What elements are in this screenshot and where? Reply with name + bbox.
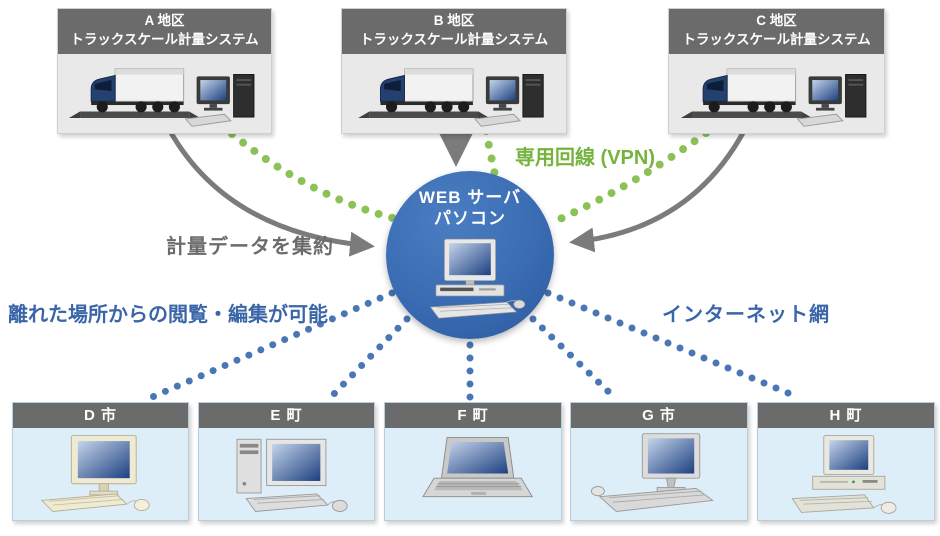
site-box-f: F 町 — [384, 402, 562, 521]
laptop-icon — [385, 428, 561, 520]
web-server-node: WEB サーバ パソコン — [386, 171, 554, 339]
server-computer-icon — [429, 238, 526, 319]
lcd-computer-icon — [13, 428, 188, 520]
site-a-region-label: A 地区 — [144, 13, 185, 28]
site-box-c: C 地区 トラックスケール計量システム — [668, 8, 885, 134]
site-box-b: B 地区 トラックスケール計量システム — [341, 8, 567, 134]
truck-scale-computer-icon — [669, 53, 884, 133]
web-server-label-line1: WEB サーバ — [418, 188, 522, 207]
tower-desktop-icon — [199, 428, 374, 520]
truck-scale-computer-icon — [58, 53, 271, 133]
site-box-h: H 町 — [757, 402, 935, 521]
internet-dotted-line-e — [326, 315, 411, 402]
arrow-c-to-server — [569, 129, 747, 253]
site-box-g: G 市 — [570, 402, 748, 521]
site-b-header: B 地区 トラックスケール計量システム — [342, 9, 566, 54]
site-d-header: D 市 — [13, 403, 188, 428]
site-a-system-label: トラックスケール計量システム — [70, 31, 259, 47]
site-c-system-label: トラックスケール計量システム — [682, 31, 871, 47]
site-c-header: C 地区 トラックスケール計量システム — [669, 9, 884, 54]
vpn-dotted-line-a — [228, 130, 401, 223]
site-h-header: H 町 — [758, 403, 934, 428]
site-box-d: D 市 — [12, 402, 189, 521]
site-c-region-label: C 地区 — [756, 13, 797, 28]
site-b-region-label: B 地区 — [433, 13, 475, 28]
site-b-system-label: トラックスケール計量システム — [359, 31, 549, 47]
remote-edit-label: 離れた場所からの閲覧・編集が可能 — [8, 304, 328, 326]
site-a-header: A 地区 トラックスケール計量システム — [58, 9, 271, 54]
site-box-a: A 地区 トラックスケール計量システム — [57, 8, 272, 134]
vpn-dotted-line-c — [556, 129, 710, 223]
vpn-dotted-line-b — [482, 127, 499, 179]
arrow-a-to-server — [167, 129, 375, 257]
site-f-header: F 町 — [385, 403, 561, 428]
vpn-label: 専用回線 (VPN) — [515, 147, 655, 169]
internet-label: インターネット網 — [662, 304, 830, 326]
site-box-e: E 町 — [198, 402, 375, 521]
compact-desktop-icon — [758, 428, 934, 520]
web-server-label: WEB サーバ パソコン — [386, 171, 554, 230]
internet-dotted-line-d — [146, 289, 396, 402]
truck-scale-computer-icon — [342, 53, 566, 133]
web-server-label-line2: パソコン — [434, 209, 506, 229]
aggregate-data-label: 計量データを集約 — [166, 236, 334, 258]
site-g-header: G 市 — [571, 403, 747, 428]
lcd-computer-icon — [571, 428, 747, 520]
site-e-header: E 町 — [199, 403, 374, 428]
